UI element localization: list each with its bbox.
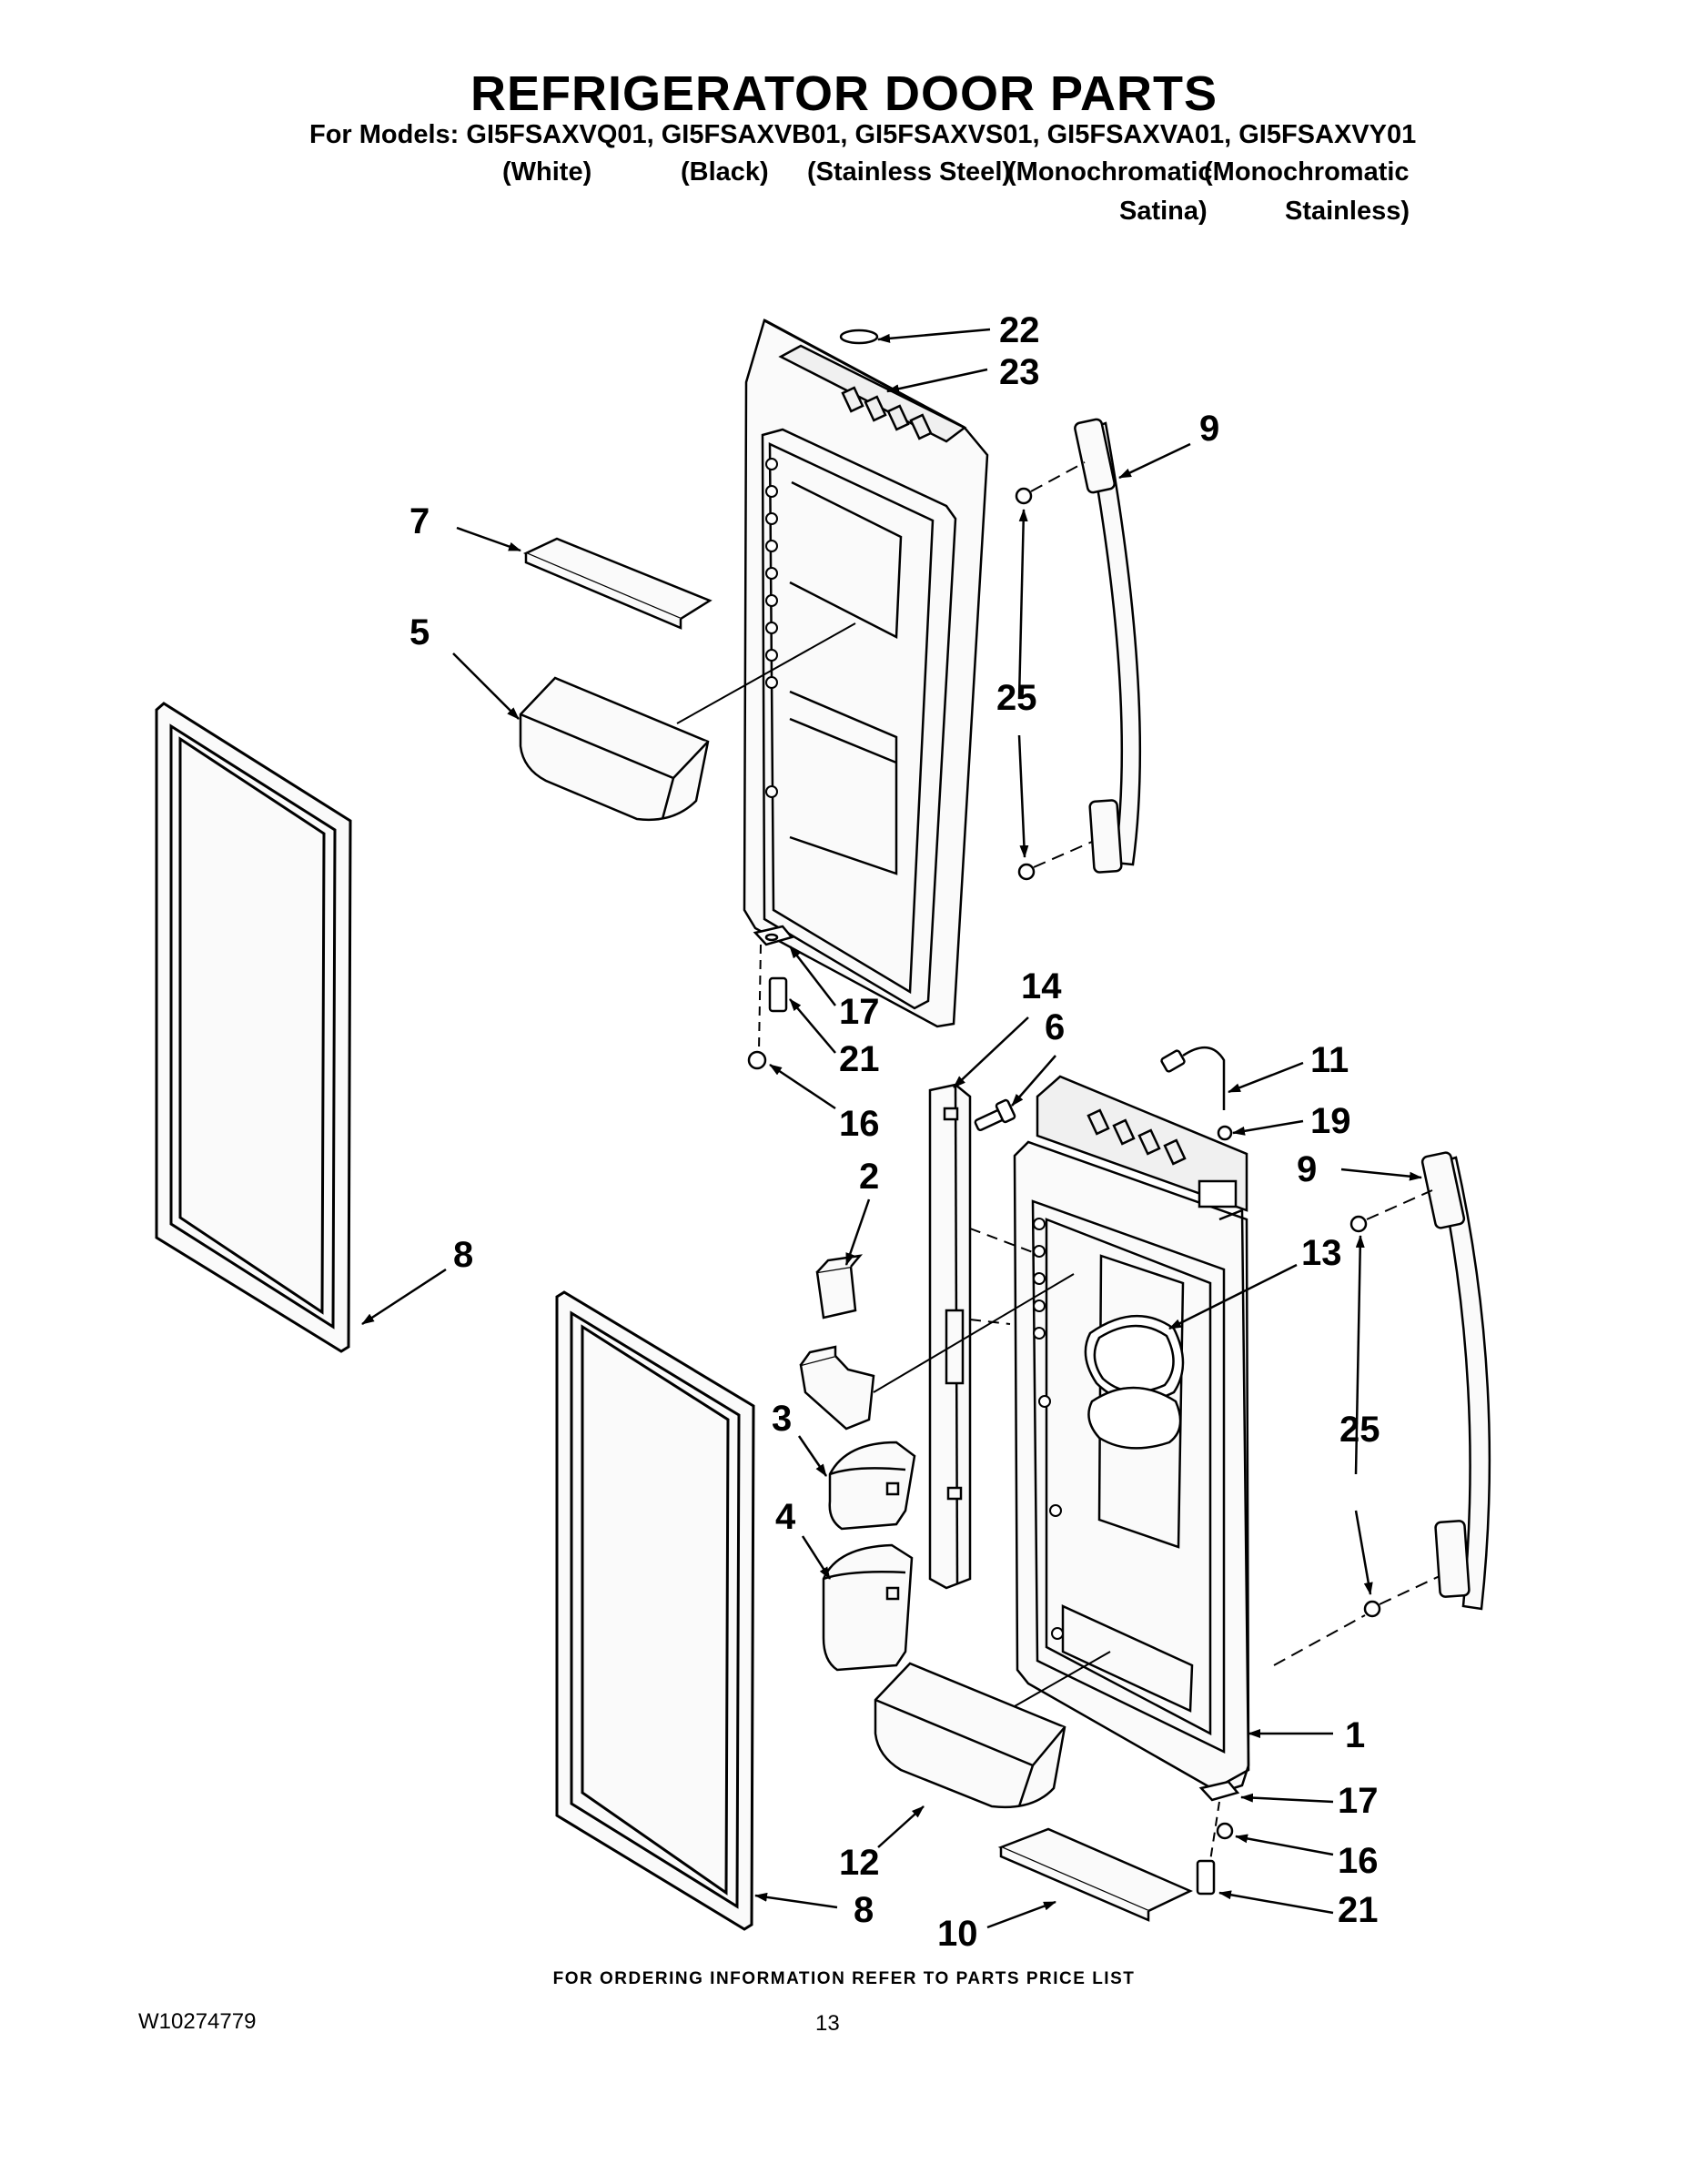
lower-bin-leader-line [1014, 1651, 1111, 1707]
callout-13: 13 [1301, 1233, 1342, 1273]
lower-handle [1420, 1151, 1491, 1611]
callout-21-upper: 21 [839, 1039, 880, 1079]
callout-9-upper: 9 [1199, 409, 1219, 449]
callout-19: 19 [1310, 1101, 1351, 1141]
page-number: 13 [815, 2011, 840, 2036]
part-4-ice-bin [822, 1543, 914, 1672]
document-number: W10274779 [138, 2009, 257, 2034]
callout-21-lower: 21 [1338, 1890, 1379, 1930]
part-2-dispenser-parts [799, 1254, 875, 1431]
callout-8-upper: 8 [453, 1235, 473, 1275]
color-stainless-steel: (Stainless Steel) [807, 157, 1012, 187]
callout-5: 5 [409, 612, 430, 652]
color-mono-satina-line1: (Monochromatic [1007, 157, 1213, 187]
models-line: For Models: GI5FSAXVQ01, GI5FSAXVB01, GI… [309, 120, 1417, 149]
part-12-door-bin [874, 1662, 1066, 1808]
trim-dash-lines [969, 1228, 1038, 1325]
bin-leader-line [676, 622, 856, 724]
callout-4: 4 [775, 1497, 796, 1537]
handle-dash-lines [1030, 461, 1440, 1666]
callout-leaders [361, 328, 1422, 1929]
part-22-cap [839, 329, 879, 345]
upper-handle [1074, 418, 1142, 874]
upper-door-shelf-bumps [765, 458, 778, 798]
callout-7: 7 [409, 501, 430, 541]
callout-17-lower: 17 [1338, 1781, 1379, 1821]
callout-3: 3 [772, 1399, 792, 1439]
color-white: (White) [502, 157, 592, 187]
color-mono-stainless-line2: Stainless) [1285, 197, 1410, 226]
part-7-shelf-cover [522, 537, 713, 630]
upper-hinge-dash [758, 944, 762, 1052]
part-13-dispenser-chute [1084, 1314, 1185, 1450]
lower-hinge-hardware [1196, 1780, 1240, 1896]
callout-16-lower: 16 [1338, 1841, 1379, 1881]
callout-17-upper: 17 [839, 992, 880, 1032]
cup-leader-line [873, 1273, 1075, 1393]
part-23-control-cover [778, 344, 967, 443]
callout-11: 11 [1310, 1040, 1349, 1080]
ordering-note: FOR ORDERING INFORMATION REFER TO PARTS … [552, 1969, 1136, 1988]
callout-12: 12 [839, 1843, 880, 1883]
upper-hinge-hardware [747, 925, 794, 1070]
lower-door-liner [1013, 1140, 1250, 1795]
part-11-wire-harness [1160, 1046, 1233, 1141]
callout-2: 2 [859, 1157, 879, 1197]
callout-16-upper: 16 [839, 1104, 880, 1144]
callout-25-upper: 25 [996, 678, 1037, 718]
callout-23: 23 [999, 352, 1040, 392]
part-6-screw [974, 1098, 1016, 1132]
callout-14: 14 [1021, 966, 1062, 1006]
callout-22: 22 [999, 310, 1040, 350]
color-black: (Black) [681, 157, 769, 187]
callout-8-lower: 8 [854, 1890, 874, 1930]
part-3-ice-bin [828, 1441, 916, 1531]
callout-10: 10 [937, 1914, 978, 1954]
part-10-shelf-cover [997, 1827, 1194, 1922]
lower-door-shelf-bumps [1033, 1218, 1064, 1640]
color-mono-satina-line2: Satina) [1119, 197, 1208, 226]
callout-6: 6 [1045, 1007, 1065, 1047]
part-5-door-bin [519, 676, 710, 821]
part-14-door-trim [928, 1083, 972, 1590]
lower-door-control-housing [1036, 1075, 1248, 1212]
handle-mount-studs [1015, 487, 1381, 1618]
callout-1: 1 [1345, 1715, 1365, 1755]
page-title: REFRIGERATOR DOOR PARTS [470, 66, 1218, 121]
upper-door-gasket [155, 702, 352, 1353]
lower-hinge-dash [1209, 1801, 1220, 1862]
color-mono-stainless-line1: (Monochromatic [1204, 157, 1410, 187]
lower-door-gasket [555, 1290, 755, 1931]
callout-25-lower: 25 [1339, 1410, 1380, 1450]
callout-9-lower: 9 [1297, 1149, 1317, 1189]
